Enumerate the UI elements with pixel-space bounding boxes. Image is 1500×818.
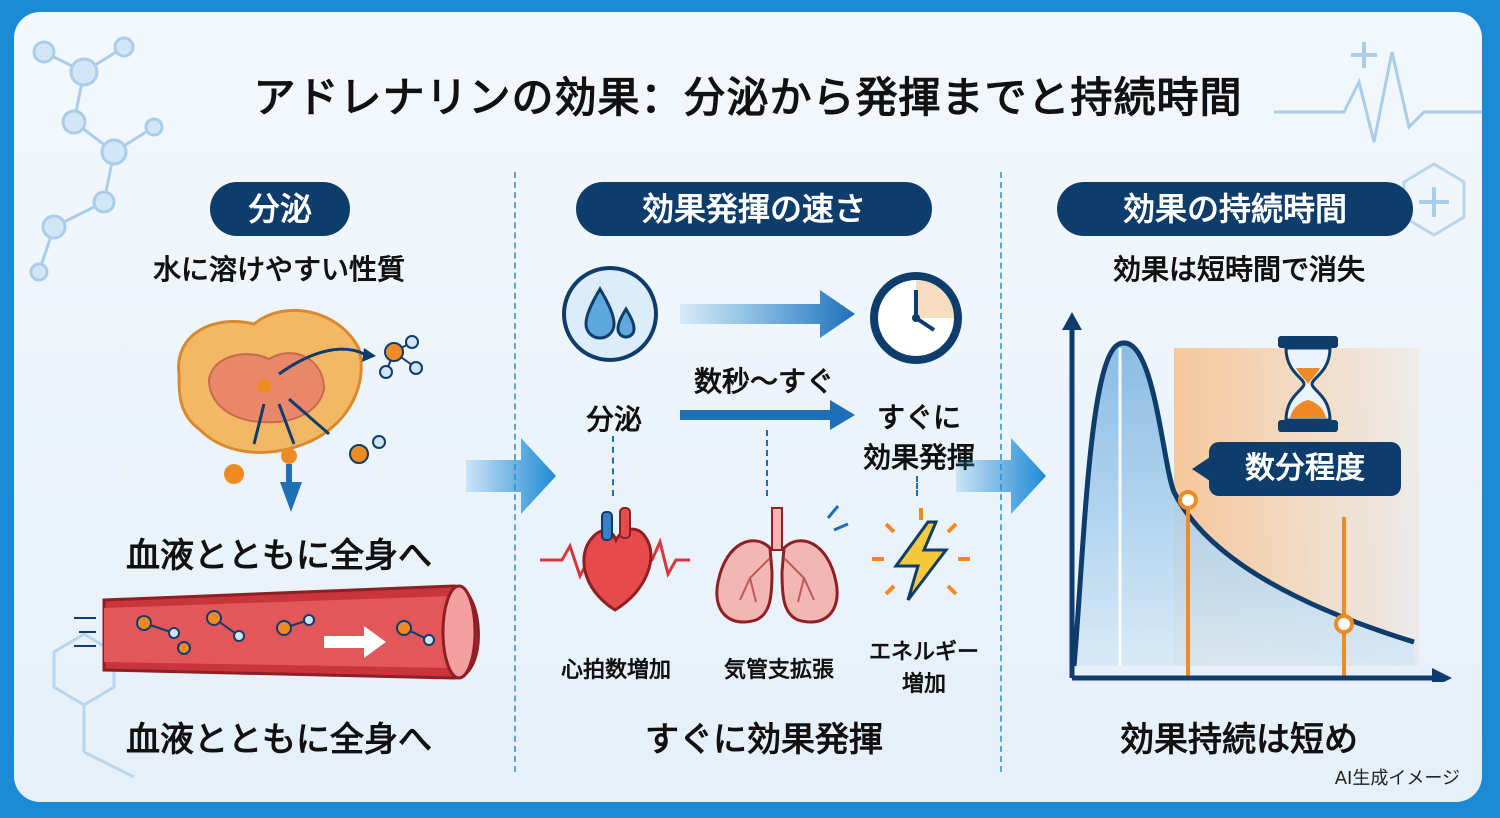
clock-icon xyxy=(870,272,962,364)
infographic-frame: アドレナリンの効果：分泌から発揮までと持続時間 分泌 効果発揮の速さ 効果の持続… xyxy=(14,12,1482,802)
decay-curve-line xyxy=(1071,340,1415,667)
heading-secretion: 分泌 xyxy=(210,182,350,236)
duration-subtitle: 効果は短時間で消失 xyxy=(1112,253,1365,286)
water-drop-icon xyxy=(562,266,658,362)
flow-arrow-2 xyxy=(956,438,1046,514)
marker-point-start xyxy=(1178,490,1198,510)
dotted-connector-3 xyxy=(916,476,918,496)
flow-arrow-1 xyxy=(466,438,556,514)
blood-vessel-illustration xyxy=(74,584,480,680)
effect-label-2-line1: エネルギー xyxy=(868,640,979,665)
heading-duration: 効果の持続時間 xyxy=(1057,182,1413,236)
lightning-icon xyxy=(872,508,970,601)
arrow-to-clock xyxy=(680,290,855,338)
speed-result-line1: すぐに xyxy=(876,401,961,434)
duration-badge: 数分程度 xyxy=(1209,442,1401,496)
speed-time-label: 数秒〜すぐ xyxy=(693,365,834,398)
effect-label-2-line2: 増加 xyxy=(901,672,946,697)
ai-credit: AI生成イメージ xyxy=(1334,768,1460,789)
secretion-bottom-caption: 血液とともに全身へ xyxy=(126,720,432,760)
marker-point-end xyxy=(1334,614,1354,634)
secretion-subtitle: 水に溶けやすい性質 xyxy=(152,253,405,286)
dotted-connector-1 xyxy=(612,436,614,496)
heart-icon xyxy=(540,507,690,612)
plus-decoration xyxy=(1351,42,1449,217)
adrenal-gland-illustration xyxy=(177,308,423,492)
lungs-icon xyxy=(715,505,849,624)
effect-label-0: 心拍数増加 xyxy=(560,658,671,683)
hourglass-icon xyxy=(1278,336,1338,432)
heading-speed: 効果発揮の速さ xyxy=(576,182,932,236)
arrow-to-result xyxy=(680,400,855,430)
speed-bottom-caption: すぐに効果発揮 xyxy=(645,720,883,760)
ecg-decoration xyxy=(1274,51,1482,143)
speed-source-label: 分泌 xyxy=(585,403,642,436)
page-title: アドレナリンの効果：分泌から発揮までと持続時間 xyxy=(253,73,1243,122)
dotted-connector-2 xyxy=(766,430,768,496)
molecule-decoration xyxy=(29,36,164,282)
down-arrow-icon xyxy=(280,482,302,512)
effect-label-1: 気管支拡張 xyxy=(723,658,834,683)
secretion-mid-caption: 血液とともに全身へ xyxy=(126,536,432,576)
duration-bottom-caption: 効果持続は短め xyxy=(1120,720,1358,760)
badge-pointer xyxy=(1192,457,1210,481)
background-decoration xyxy=(29,36,1482,779)
